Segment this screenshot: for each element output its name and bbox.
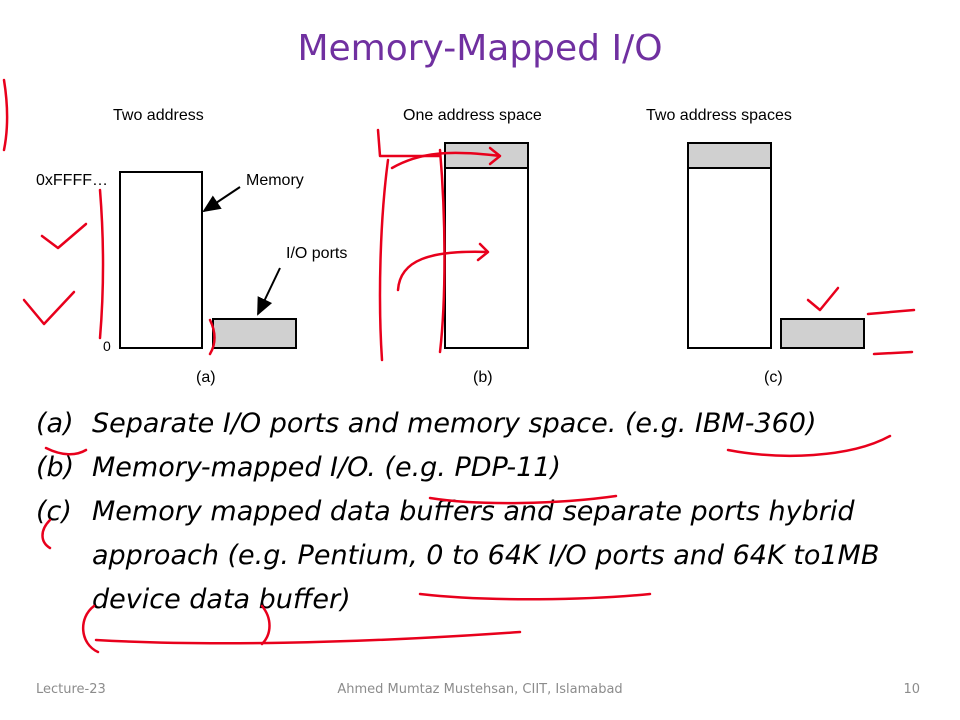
caption-a: (a) — [196, 369, 216, 386]
item-list: (a) Separate I/O ports and memory space.… — [36, 402, 936, 622]
item-marker: (a) — [36, 408, 74, 439]
io-ports-block-a — [212, 318, 297, 349]
annotation-vertical-stroke — [378, 158, 390, 362]
page-number: 10 — [903, 682, 920, 697]
footer-author: Ahmed Mumtaz Mustehsan, CIIT, Islamabad — [337, 682, 623, 697]
data-buffer-block-c — [687, 142, 772, 169]
annotation-check-mark — [22, 290, 76, 326]
memory-block-a — [119, 171, 203, 349]
item-text: Separate I/O ports and memory space. (e.… — [92, 408, 817, 439]
list-item: (c) Memory mapped data buffers and separ… — [36, 490, 936, 622]
item-marker: (c) — [36, 496, 72, 527]
top-address-label: 0xFFFF… — [36, 172, 108, 189]
list-item: (b) Memory-mapped I/O. (e.g. PDP-11) — [36, 446, 936, 490]
bottom-address-label: 0 — [103, 338, 111, 354]
annotation-dash — [866, 308, 916, 316]
annotation-vertical-stroke — [98, 188, 105, 340]
annotation-check-mark — [40, 222, 88, 250]
item-marker: (b) — [36, 452, 75, 483]
annotation-dash — [872, 350, 914, 356]
io-region-block-b — [444, 142, 529, 169]
annotation-bracket-stroke — [2, 78, 9, 152]
caption-b: (b) — [473, 369, 493, 386]
col-b-heading: One address space — [403, 107, 542, 124]
item-text: Memory-mapped I/O. (e.g. PDP-11) — [92, 452, 561, 483]
memory-label: Memory — [246, 172, 304, 189]
io-ports-pointer-arrow — [257, 267, 281, 316]
memory-block-c — [687, 142, 772, 349]
annotation-check-mark — [806, 286, 840, 312]
io-ports-block-c — [780, 318, 865, 349]
io-ports-label: I/O ports — [286, 245, 348, 262]
footer-lecture: Lecture-23 — [36, 682, 106, 697]
annotation-bracket-stroke — [376, 128, 442, 158]
memory-pointer-arrow — [202, 186, 241, 213]
annotation-underline — [94, 630, 522, 645]
slide-title: Memory-Mapped I/O — [297, 28, 663, 69]
col-c-heading: Two address spaces — [646, 107, 792, 124]
memory-block-b — [444, 142, 529, 349]
list-item: (a) Separate I/O ports and memory space.… — [36, 402, 936, 446]
col-a-heading: Two address — [113, 107, 204, 124]
item-text: Memory mapped data buffers and separate … — [92, 496, 880, 615]
caption-c: (c) — [764, 369, 783, 386]
